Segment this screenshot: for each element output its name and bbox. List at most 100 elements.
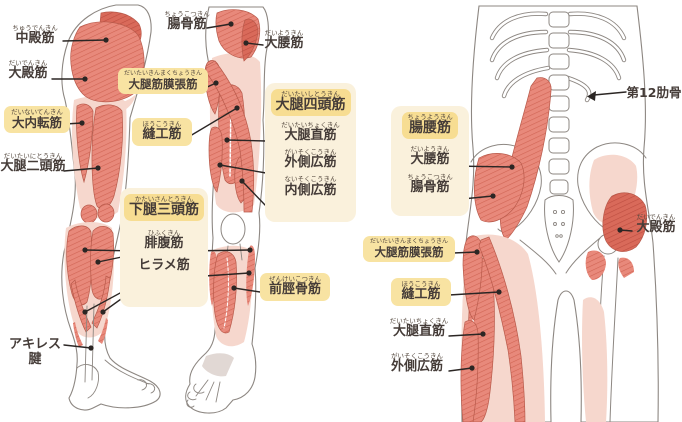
muscle-name: 中殿筋 <box>15 31 55 47</box>
panel-iliopsoas: ちょうようきん 腸腰筋 だいようきん 大腰筋 ちょうこつきん 腸骨筋 <box>391 106 469 216</box>
muscle-name: 前脛骨筋 <box>268 282 321 298</box>
muscle-name: 縫工筋 <box>142 127 182 143</box>
tibialis-seam <box>223 257 229 329</box>
gastroc-head-lateral <box>97 203 115 223</box>
bone-name: 第12肋骨 <box>626 85 682 100</box>
figure-torso-front-view <box>460 5 659 422</box>
furigana: ちょうようきん <box>407 113 453 121</box>
muscle-name: 大腿直筋 <box>392 324 445 340</box>
gluteus-maximus-torso-shape <box>602 192 648 252</box>
furigana: だいたいきんまくちょうきん <box>369 238 448 245</box>
label-vastus-lateralis-front: がいそくこうきん 外側広筋 <box>284 147 337 171</box>
furigana: だいたいきんまくちょうきん <box>123 70 202 77</box>
furigana: ちゅうでんきん <box>12 24 58 32</box>
furigana: だいようきん <box>410 144 450 153</box>
foot-toe-lines <box>186 379 221 408</box>
furigana: だいたいにとうきん <box>3 152 63 160</box>
furigana: ないそくこうきん <box>284 175 337 184</box>
furigana: ひふくきん <box>147 228 181 237</box>
patella-outline <box>220 213 246 245</box>
ankle-red-medial <box>73 322 83 347</box>
muscle-name: 大殿筋 <box>636 220 676 236</box>
furigana: だいたいちょくきん <box>281 120 340 129</box>
furigana: ほうこうきん <box>142 120 182 128</box>
label-iliacus-front: ちょうこつきん 腸骨筋 <box>163 10 211 33</box>
label-adductor-magnus: だいないてんきん 大内転筋 <box>4 106 70 134</box>
spine-column <box>548 11 570 195</box>
label-gluteus-medius-back: ちゅうでんきん 中殿筋 <box>6 24 64 47</box>
muscle-name: 腸骨筋 <box>410 180 450 196</box>
label-rectus-femoris-torso: だいたいちょくきん 大腿直筋 <box>388 317 450 340</box>
muscle-name: アキレス腱 <box>8 337 61 367</box>
figure-leg-back-view <box>61 4 161 411</box>
label-rectus-femoris-front: だいたいちょくきん 大腿直筋 <box>281 120 340 143</box>
furigana: だいないてんきん <box>11 108 63 116</box>
soleus-right-shape <box>91 275 111 329</box>
furigana: だいようきん <box>264 29 304 37</box>
furigana: がいそくこうきん <box>391 352 443 360</box>
label-biceps-femoris: だいたいにとうきん 大腿二頭筋 <box>0 152 66 175</box>
tfl-torso-shape <box>462 235 483 321</box>
furigana: だいたいちょくきん <box>389 317 449 325</box>
label-sartorius-torso: ほうこうきん 縫工筋 <box>391 278 451 306</box>
label-tfl-front: だいたいきんまくちょうきん 大腿筋膜張筋 <box>118 68 208 94</box>
gastroc-head-medial <box>80 204 98 224</box>
inner-right-thigh-pale <box>582 297 608 422</box>
furigana: ほうこうきん <box>401 280 441 288</box>
achilles-heel-lines <box>76 303 156 399</box>
muscle-name: 大内転筋 <box>11 115 62 131</box>
ischium-red-accent <box>585 250 606 280</box>
muscle-name: 縫工筋 <box>401 287 441 303</box>
muscle-name: 外側広筋 <box>284 155 337 171</box>
label-tfl-torso: だいたいきんまくちょうきん 大腿筋膜張筋 <box>363 236 455 262</box>
muscle-name: 内側広筋 <box>284 182 337 198</box>
group-title-triceps-surae: かたいさんとうきん 下腿三頭筋 <box>124 194 204 221</box>
label-achilles-tendon: アキレス腱 <box>5 337 65 367</box>
label-soleus: ヒラメ筋 <box>138 258 190 273</box>
muscle-name: 大殿筋 <box>8 66 48 82</box>
muscle-name: 腓腹筋 <box>144 235 184 251</box>
muscle-name: 大腿二頭筋 <box>0 159 66 175</box>
label-vastus-lateralis-torso: がいそくこうきん 外側広筋 <box>384 352 450 375</box>
iliacus-shape <box>473 153 525 223</box>
muscle-name: 腸骨筋 <box>167 17 207 33</box>
panel-triceps-surae: かたいさんとうきん 下腿三頭筋 ひふくきん 腓腹筋 ヒラメ筋 <box>120 188 208 307</box>
label-gluteus-maximus-torso: だいでんきん 大殿筋 <box>631 213 681 236</box>
group-title-quadriceps: だいたいしとうきん 大腿四頭筋 <box>270 89 351 116</box>
label-iliacus-torso: ちょうこつきん 腸骨筋 <box>407 172 453 196</box>
sacral-foramina <box>552 209 566 238</box>
furigana: かたいさんとうきん <box>134 195 194 203</box>
trochanter-red-accent <box>618 257 634 278</box>
muscle-name: 大腰筋 <box>410 151 450 167</box>
muscle-name: 大腰筋 <box>264 36 304 52</box>
furigana: がいそくこうきん <box>284 147 337 156</box>
foot-dorsum-patch <box>202 353 234 377</box>
label-twelfth-rib: 第12肋骨 <box>626 86 682 100</box>
group-title-iliopsoas: ちょうようきん 腸腰筋 <box>402 112 458 139</box>
muscle-name: 腸腰筋 <box>409 120 451 137</box>
label-gluteus-maximus-back: だいでんきん 大殿筋 <box>2 59 54 82</box>
muscle-name: 大腿直筋 <box>284 127 337 143</box>
ankle-red-lateral <box>98 318 108 344</box>
furigana: ちょうこつきん <box>164 10 210 18</box>
label-psoas-major-torso: だいようきん 大腰筋 <box>410 144 450 167</box>
furigana: だいでんきん <box>636 213 676 221</box>
furigana: ちょうこつきん <box>407 172 453 181</box>
psoas-band-shape <box>241 18 259 62</box>
furigana: だいたいしとうきん <box>281 90 340 98</box>
label-gastrocnemius: ひふくきん 腓腹筋 <box>144 228 184 251</box>
label-sartorius-front: ほうこうきん 縫工筋 <box>132 118 192 146</box>
vastus-lateralis-front-shape <box>208 126 223 193</box>
tibialis-anterior-shape <box>213 251 237 334</box>
label-tibialis-anterior: ぜんけいこつきん 前脛骨筋 <box>260 273 330 301</box>
ribcage <box>489 11 627 103</box>
furigana: だいでんきん <box>8 59 48 67</box>
muscle-name: 下腿三頭筋 <box>129 202 199 219</box>
vastus-lateralis-torso-shape <box>460 320 479 422</box>
furigana: ぜんけいこつきん <box>269 275 321 283</box>
muscle-name: 外側広筋 <box>390 359 443 375</box>
panel-quadriceps: だいたいしとうきん 大腿四頭筋 だいたいちょくきん 大腿直筋 がいそくこうきん … <box>265 83 356 222</box>
biceps-femoris-shape <box>91 104 123 210</box>
sartorius-torso-shape <box>478 236 526 422</box>
